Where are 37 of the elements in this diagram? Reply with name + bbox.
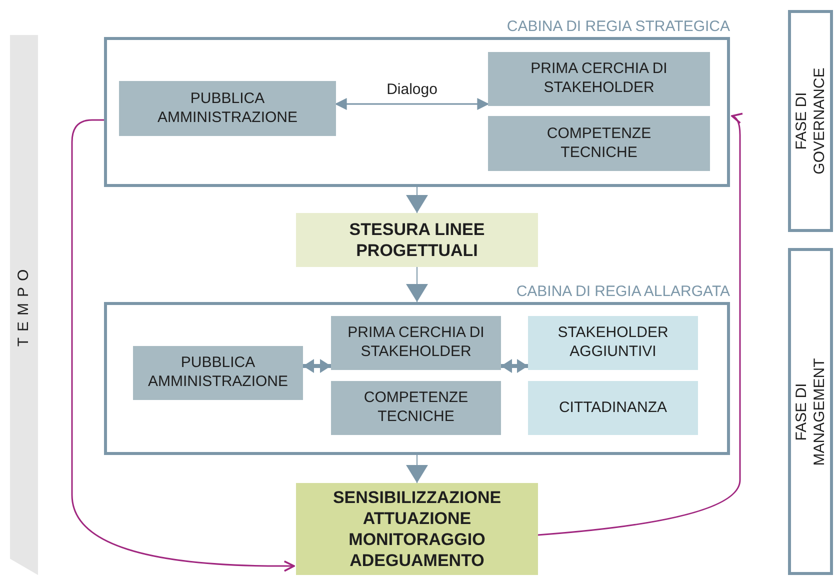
arrow	[538, 114, 744, 536]
box-label: PRIMA CERCHIA DI STAKEHOLDER	[530, 60, 668, 98]
arrow	[408, 454, 426, 484]
process-box	[331, 316, 501, 370]
phase-box	[788, 248, 833, 575]
group-title: CABINA DI REGIA STRATEGICA	[506, 18, 730, 35]
process-box	[528, 381, 698, 435]
arrow	[303, 360, 331, 372]
process-box	[488, 52, 710, 106]
box-label: SENSIBILIZZAZIONE ATTUAZIONE MONITORAGGIO ADEGUAMENTO	[332, 486, 502, 572]
process-box	[119, 81, 336, 136]
axis-label: TEMPO	[15, 262, 33, 349]
time-band	[10, 35, 38, 575]
process-box	[331, 381, 501, 435]
arrow	[501, 360, 528, 372]
box-label: COMPETENZE TECNICHE	[546, 124, 652, 162]
box-label: STESURA LINEE PROGETTUALI	[348, 218, 486, 262]
box-label: CITTADINANZA	[558, 398, 668, 418]
process-box	[528, 316, 698, 370]
process-box	[133, 346, 303, 400]
arrow	[71, 119, 295, 572]
arrow	[334, 98, 490, 110]
process-box	[488, 116, 710, 171]
box-label: PUBBLICA AMMINISTRAZIONE	[146, 354, 289, 392]
box-label: COMPETENZE TECNICHE	[362, 389, 470, 427]
arrow	[408, 186, 426, 214]
arrow	[408, 266, 426, 302]
group-title: CABINA DI REGIA ALLARGATA	[516, 283, 730, 300]
step-box	[296, 213, 538, 267]
phase-label: FASE DI MANAGEMENT	[792, 356, 828, 466]
phase-box	[788, 10, 833, 232]
box-label: PUBBLICA AMMINISTRAZIONE	[156, 90, 298, 128]
step-box	[296, 483, 538, 575]
phase-label: FASE DI GOVERNANCE	[792, 66, 828, 176]
box-label: PRIMA CERCHIA DI STAKEHOLDER	[346, 324, 486, 362]
box-label: STAKEHOLDER AGGIUNTIVI	[556, 324, 670, 362]
edge-label: Dialogo	[384, 81, 440, 98]
